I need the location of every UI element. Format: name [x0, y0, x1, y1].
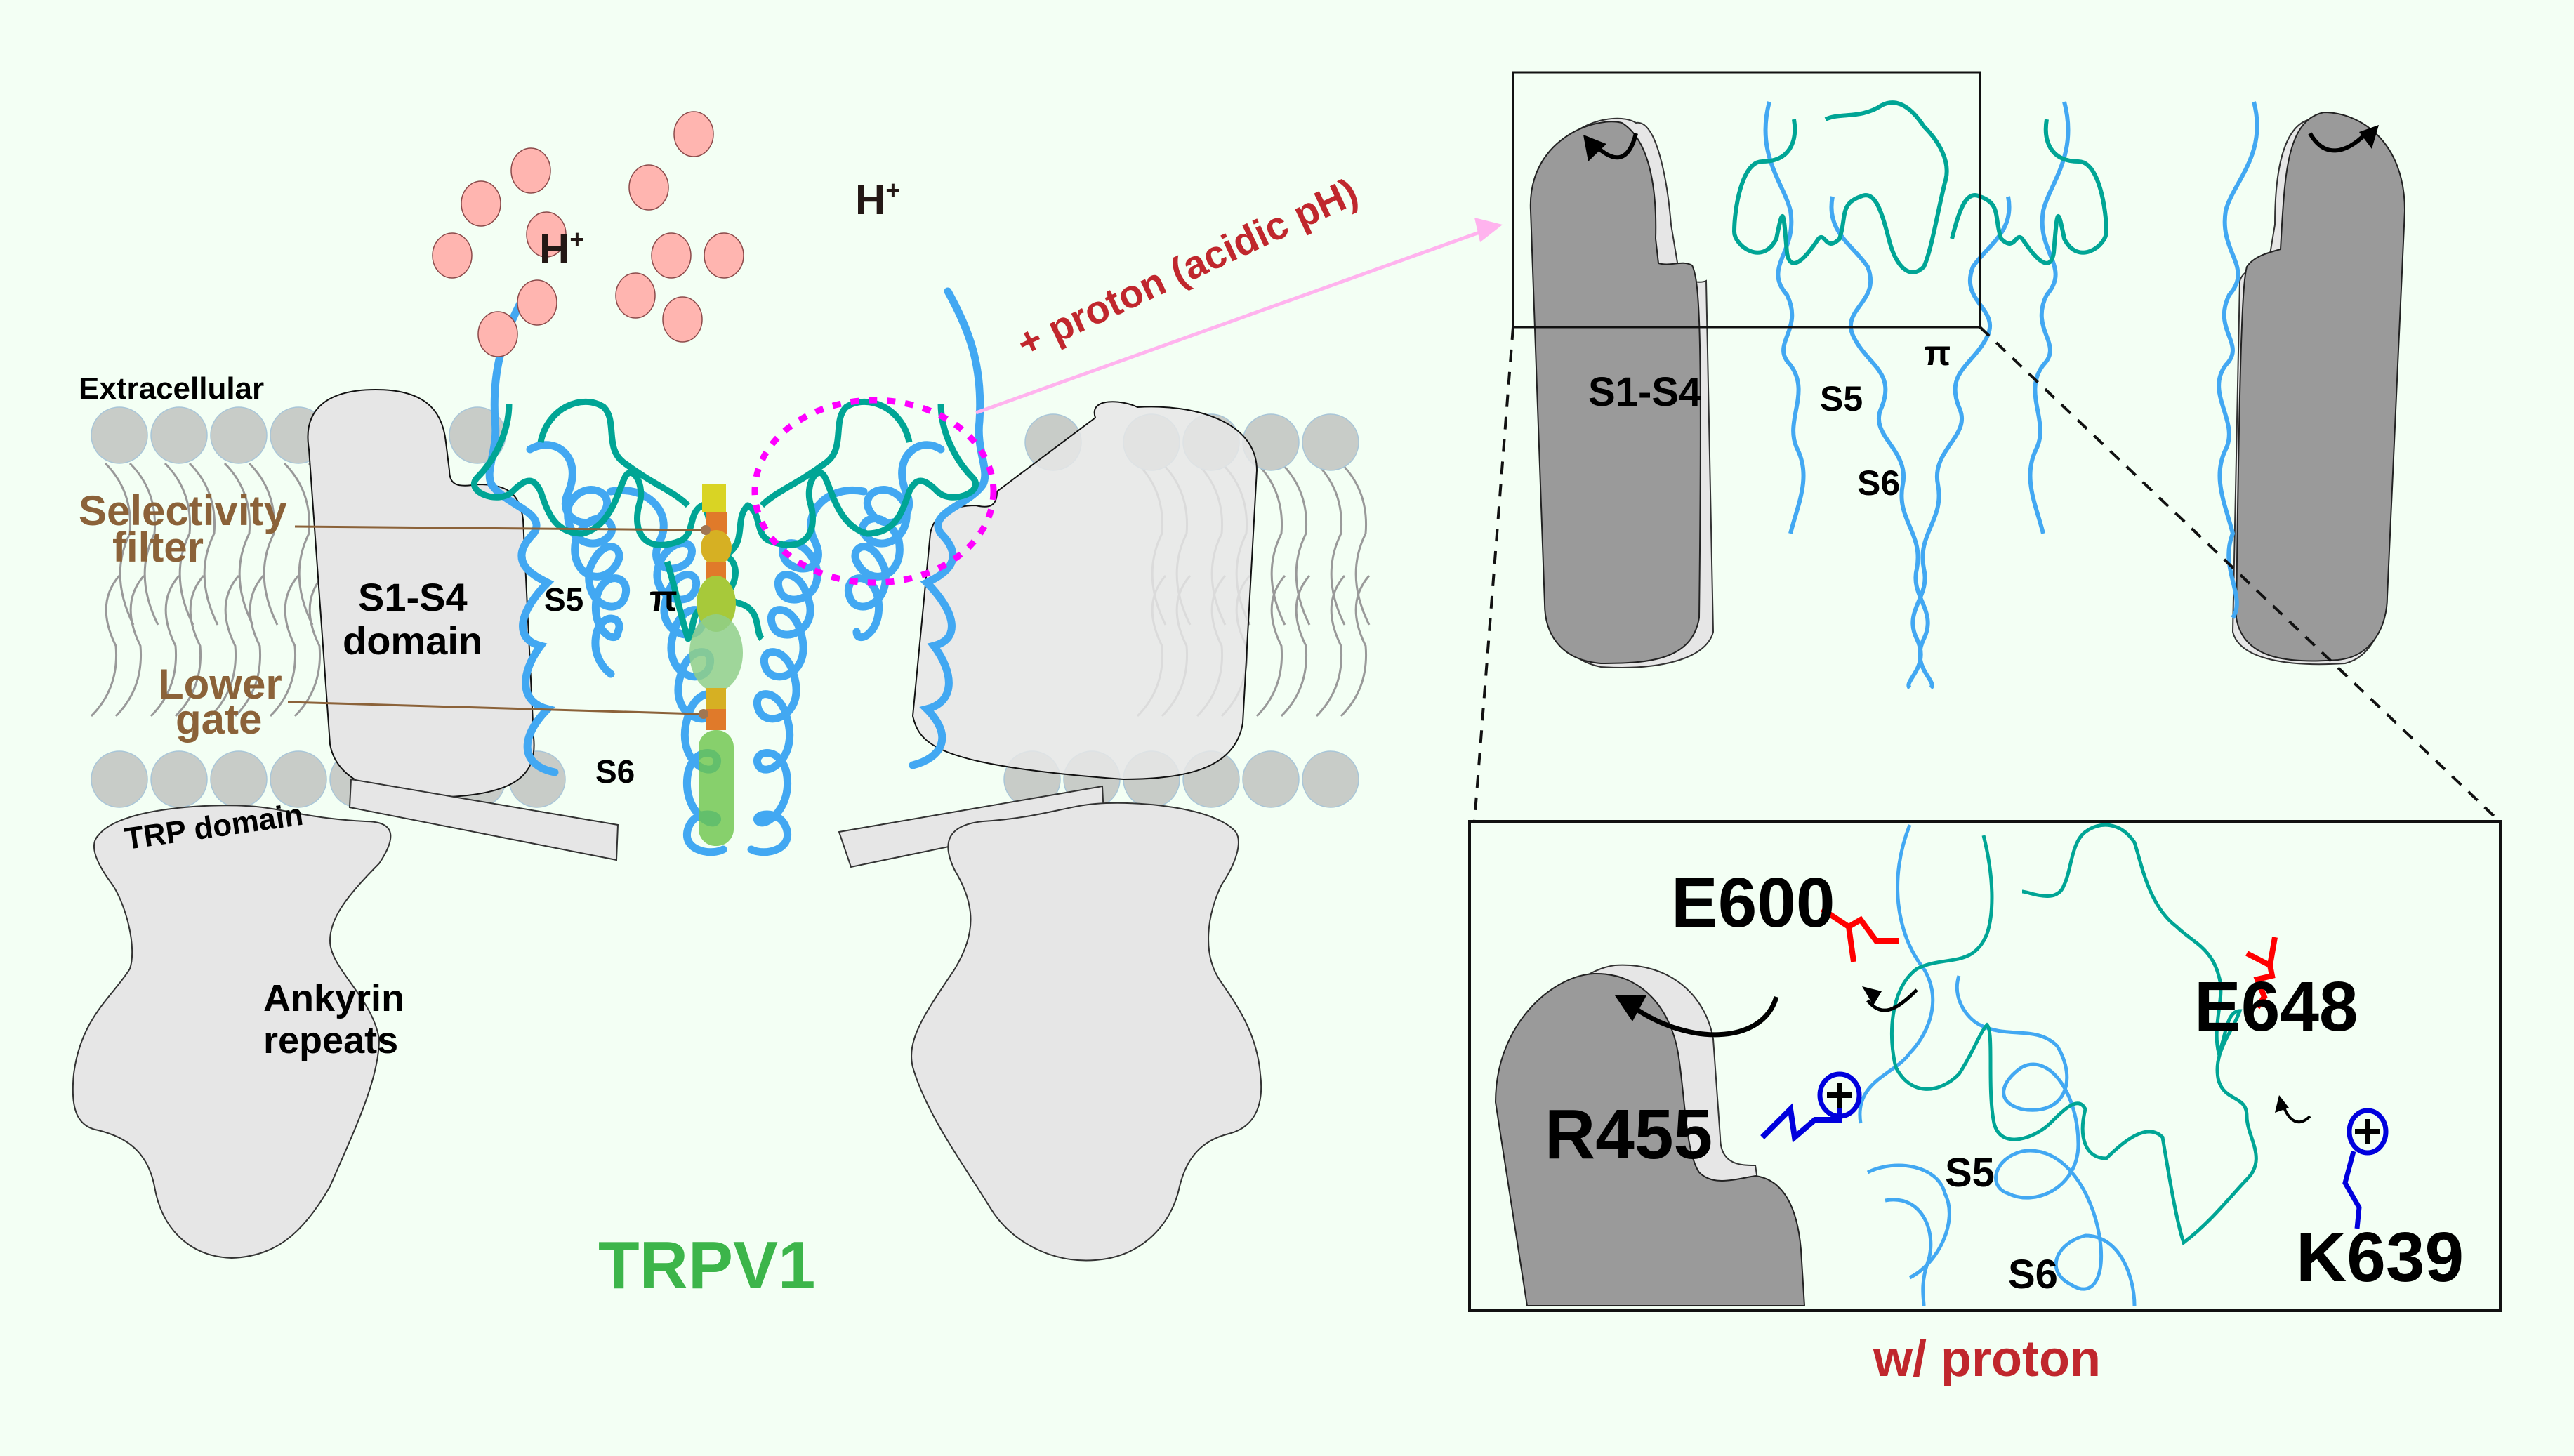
- tr-vsld-label: S1-S4: [1588, 369, 1701, 415]
- positive-charge-icon: [1817, 1071, 1862, 1119]
- zoom-region-box: [1512, 71, 1981, 329]
- r455-label: R455: [1545, 1095, 1712, 1174]
- annotation-lines: [287, 525, 703, 715]
- left-trp-domain: [348, 778, 619, 861]
- inset-s6-label: S6: [2008, 1252, 2058, 1297]
- vsld-label-line1: S1-S4: [358, 575, 468, 619]
- proton-particles: [432, 111, 744, 357]
- top-right-structure: [1529, 100, 2406, 690]
- s5-label: S5: [544, 581, 583, 618]
- right-ankyrin-shape: [911, 802, 1262, 1262]
- left-ankyrin-shape: [72, 805, 392, 1259]
- inset-structure: [1494, 823, 2389, 1306]
- k639-label: K639: [2296, 1218, 2464, 1297]
- tr-s6-label: S6: [1857, 463, 1900, 503]
- tr-s5-label: S5: [1820, 379, 1863, 418]
- e648-label: E648: [2194, 967, 2358, 1046]
- tr-pi-label: π: [1924, 333, 1951, 373]
- trpv1-title: TRPV1: [598, 1228, 815, 1303]
- lower-gate-label-line1: Lower: [158, 661, 282, 708]
- extracellular-label: Extracellular: [79, 371, 264, 406]
- lower-gate-label-line2: gate: [176, 696, 262, 743]
- highlight-dotted-circle: [751, 397, 997, 586]
- selectivity-filter-label-line1: Selectivity: [79, 487, 287, 534]
- proton-label-right: H+: [855, 176, 900, 223]
- ankyrin-label-line1: Ankyrin: [263, 977, 404, 1019]
- vsld-label-line2: domain: [343, 618, 482, 663]
- selectivity-filter-label-line2: filter: [112, 524, 204, 571]
- proton-label-left: H+: [539, 225, 584, 272]
- pore-profile: [689, 484, 743, 846]
- positive-charge-icon: [2347, 1108, 2389, 1156]
- proton-arrow: [975, 218, 1503, 415]
- with-proton-caption: w/ proton: [1873, 1331, 2101, 1387]
- ankyrin-label-line2: repeats: [263, 1019, 398, 1061]
- pi-label: π: [649, 578, 678, 619]
- inset-s5-label: S5: [1945, 1150, 1995, 1196]
- e600-label: E600: [1671, 863, 1835, 942]
- s6-label: S6: [595, 753, 635, 790]
